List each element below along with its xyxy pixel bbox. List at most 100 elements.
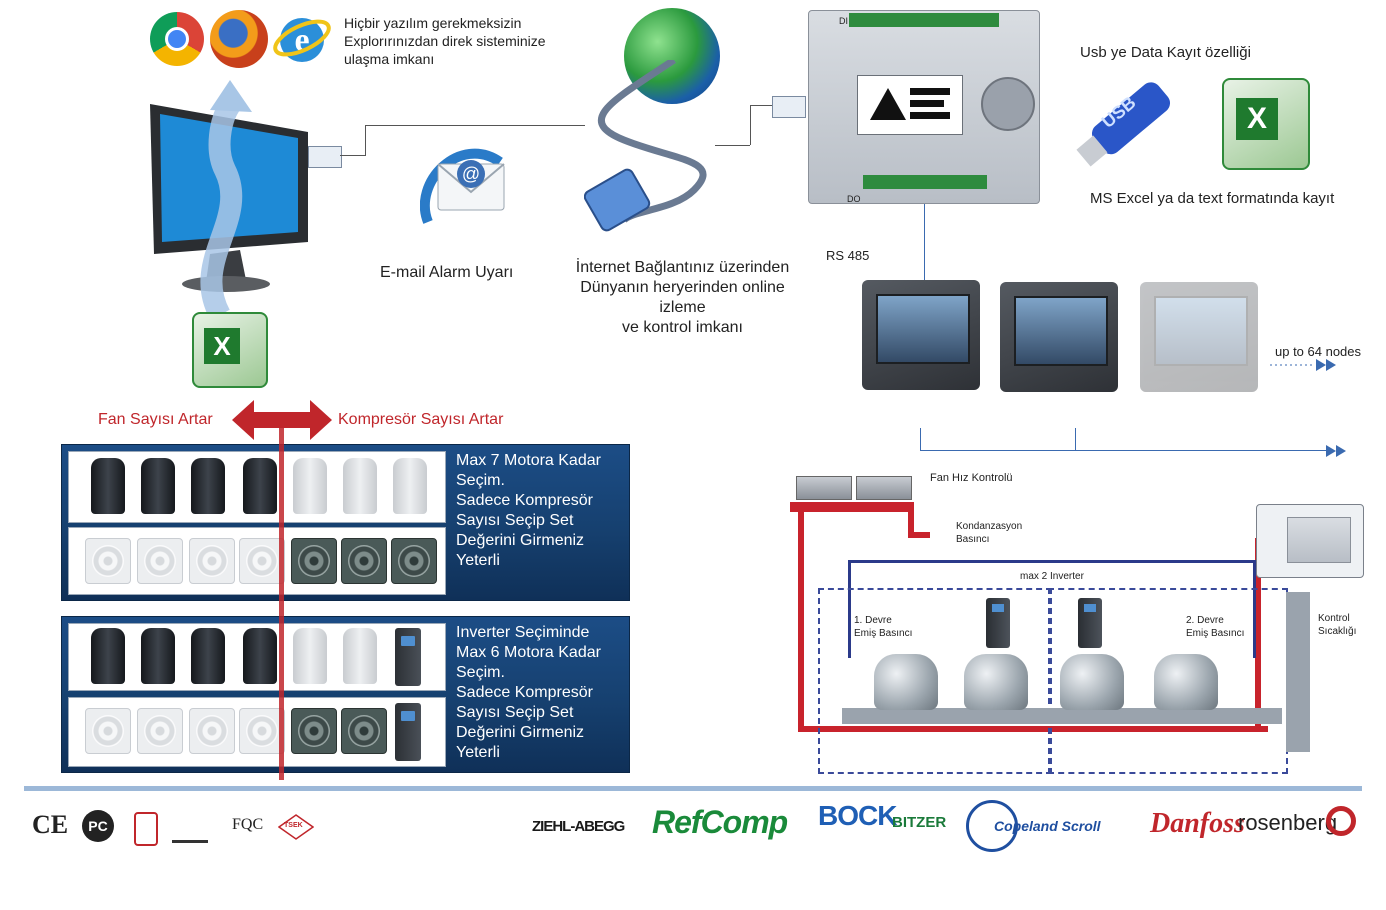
compressor-icon-inactive bbox=[293, 628, 327, 684]
fan-icon-inactive bbox=[189, 708, 235, 754]
fan-row bbox=[68, 697, 446, 767]
connection-line bbox=[365, 125, 366, 156]
inverter-icon bbox=[986, 598, 1010, 648]
side-column bbox=[1286, 592, 1310, 752]
connection-line bbox=[340, 155, 366, 156]
cert-badge-logo bbox=[134, 812, 158, 846]
compressor-icon bbox=[1154, 654, 1218, 710]
svg-text:@: @ bbox=[462, 164, 480, 184]
fan-icon bbox=[391, 538, 437, 584]
condensation-pressure-label: Kondanzasyon Basıncı bbox=[956, 521, 1023, 545]
compressor-icon-inactive bbox=[343, 458, 377, 514]
compressor-icon bbox=[141, 628, 175, 684]
fan-icon-inactive bbox=[85, 538, 131, 584]
excel-record-label: MS Excel ya da text formatında kayıt bbox=[1090, 190, 1335, 207]
fan-icon bbox=[341, 708, 387, 754]
fan-icon-inactive bbox=[239, 538, 285, 584]
bus-arrow-icon bbox=[1326, 444, 1348, 458]
fan-icon bbox=[291, 708, 337, 754]
fan-icon bbox=[341, 538, 387, 584]
connection-line bbox=[750, 105, 772, 106]
compressor-increase-label: Kompresör Sayısı Artar bbox=[338, 411, 504, 428]
rs485-label: RS 485 bbox=[826, 248, 870, 263]
refcomp-logo: RefComp bbox=[652, 804, 788, 840]
panel-7-motor: Max 7 Motora Kadar Seçim. Sadece Kompres… bbox=[61, 444, 630, 601]
compressor-icon bbox=[191, 458, 225, 514]
fan-icon bbox=[291, 538, 337, 584]
panel-7-motor-text: Max 7 Motora Kadar Seçim. Sadece Kompres… bbox=[456, 452, 601, 569]
fan-icon-inactive bbox=[239, 708, 285, 754]
fan-icon-inactive bbox=[137, 708, 183, 754]
compressor-icon bbox=[191, 628, 225, 684]
excel-icon: X bbox=[1222, 78, 1310, 170]
circuit-2-suction-label: 2. Devre Emiş Basıncı bbox=[1186, 615, 1245, 639]
bus-drop bbox=[920, 428, 921, 450]
copeland-scroll-text: Copeland Scroll bbox=[994, 818, 1101, 834]
pc-logo: PC bbox=[82, 810, 114, 842]
excel-icon: X bbox=[192, 312, 268, 388]
danfoss-logo: Danfoss bbox=[1150, 808, 1245, 839]
email-icon: @ bbox=[419, 142, 512, 242]
connection-line bbox=[365, 125, 585, 126]
ziehl-abegg-logo: ZIEHL-ABEGG bbox=[532, 818, 625, 835]
hmi-panel-1 bbox=[862, 280, 980, 390]
footer-separator bbox=[24, 786, 1362, 791]
sync-arrow-icon bbox=[180, 80, 270, 321]
hmi-panel-3 bbox=[1140, 282, 1258, 392]
compressor-icon bbox=[91, 458, 125, 514]
controller-display bbox=[857, 75, 963, 135]
inverter-icon bbox=[1078, 598, 1102, 648]
controller-di-label: DI bbox=[839, 16, 848, 26]
ce-logo: CE bbox=[32, 810, 69, 839]
compressor-icon-inactive bbox=[343, 628, 377, 684]
ethernet-port-left bbox=[308, 146, 342, 168]
usb-label: Usb ye Data Kayıt özelliği bbox=[1080, 44, 1251, 61]
refrigeration-diagram: Fan Hız Kontrolü Kondanzasyon Basıncı ma… bbox=[790, 468, 1366, 774]
fan-speed-label: Fan Hız Kontrolü bbox=[930, 472, 1013, 484]
compressor-icon bbox=[964, 654, 1028, 710]
internet-explorer-icon: e bbox=[272, 8, 332, 68]
connection-line bbox=[750, 105, 751, 145]
cert-emblem-logo bbox=[172, 814, 208, 843]
compressor-icon bbox=[874, 654, 938, 710]
selector-double-arrow-icon[interactable] bbox=[232, 400, 332, 440]
inverter-icon bbox=[395, 703, 421, 761]
rosenberg-logo: rosenberg bbox=[1238, 810, 1338, 835]
fan-row bbox=[68, 527, 446, 595]
ethernet-port-right bbox=[772, 96, 806, 118]
mini-controller bbox=[1256, 504, 1364, 578]
network-cable-icon bbox=[583, 57, 724, 240]
panel-inverter: Inverter Seçiminde Max 6 Motora Kadar Se… bbox=[61, 616, 630, 773]
controller-do-label: DO bbox=[847, 194, 861, 204]
firefox-icon bbox=[210, 10, 268, 68]
circuit-1-suction-label: 1. Devre Emiş Basıncı bbox=[854, 615, 913, 639]
circuit-box-1 bbox=[818, 588, 1052, 774]
fan-icon-inactive bbox=[189, 538, 235, 584]
tsek-logo: TSEK bbox=[277, 814, 315, 840]
email-alarm-label: E-mail Alarm Uyarı bbox=[380, 264, 514, 281]
usb-stick-icon: USB bbox=[1070, 72, 1180, 172]
rosenberg-emblem-icon bbox=[1326, 806, 1356, 836]
nodes-arrow-icon bbox=[1270, 358, 1340, 372]
nodes-label: up to 64 nodes bbox=[1275, 344, 1362, 359]
chrome-icon bbox=[150, 12, 204, 66]
condenser-unit bbox=[856, 476, 912, 500]
connection-line bbox=[715, 145, 750, 146]
copeland-logo bbox=[966, 800, 1018, 852]
fan-icon-inactive bbox=[137, 538, 183, 584]
fan-icon-inactive bbox=[85, 708, 131, 754]
compressor-icon bbox=[91, 628, 125, 684]
compressor-icon-inactive bbox=[393, 458, 427, 514]
compressor-row bbox=[68, 623, 446, 691]
bus-drop bbox=[1075, 428, 1076, 450]
compressor-icon bbox=[243, 628, 277, 684]
rs485-line bbox=[924, 204, 925, 280]
terminal-block-top bbox=[849, 13, 999, 27]
panel-inverter-text: Inverter Seçiminde Max 6 Motora Kadar Se… bbox=[456, 624, 601, 761]
globe-icon bbox=[624, 8, 720, 104]
bitzer-logo: BITZER bbox=[892, 814, 947, 831]
max-inverter-label: max 2 Inverter bbox=[1020, 571, 1084, 582]
terminal-block-bottom bbox=[863, 175, 987, 189]
compressor-icon bbox=[243, 458, 277, 514]
compressor-row bbox=[68, 451, 446, 523]
